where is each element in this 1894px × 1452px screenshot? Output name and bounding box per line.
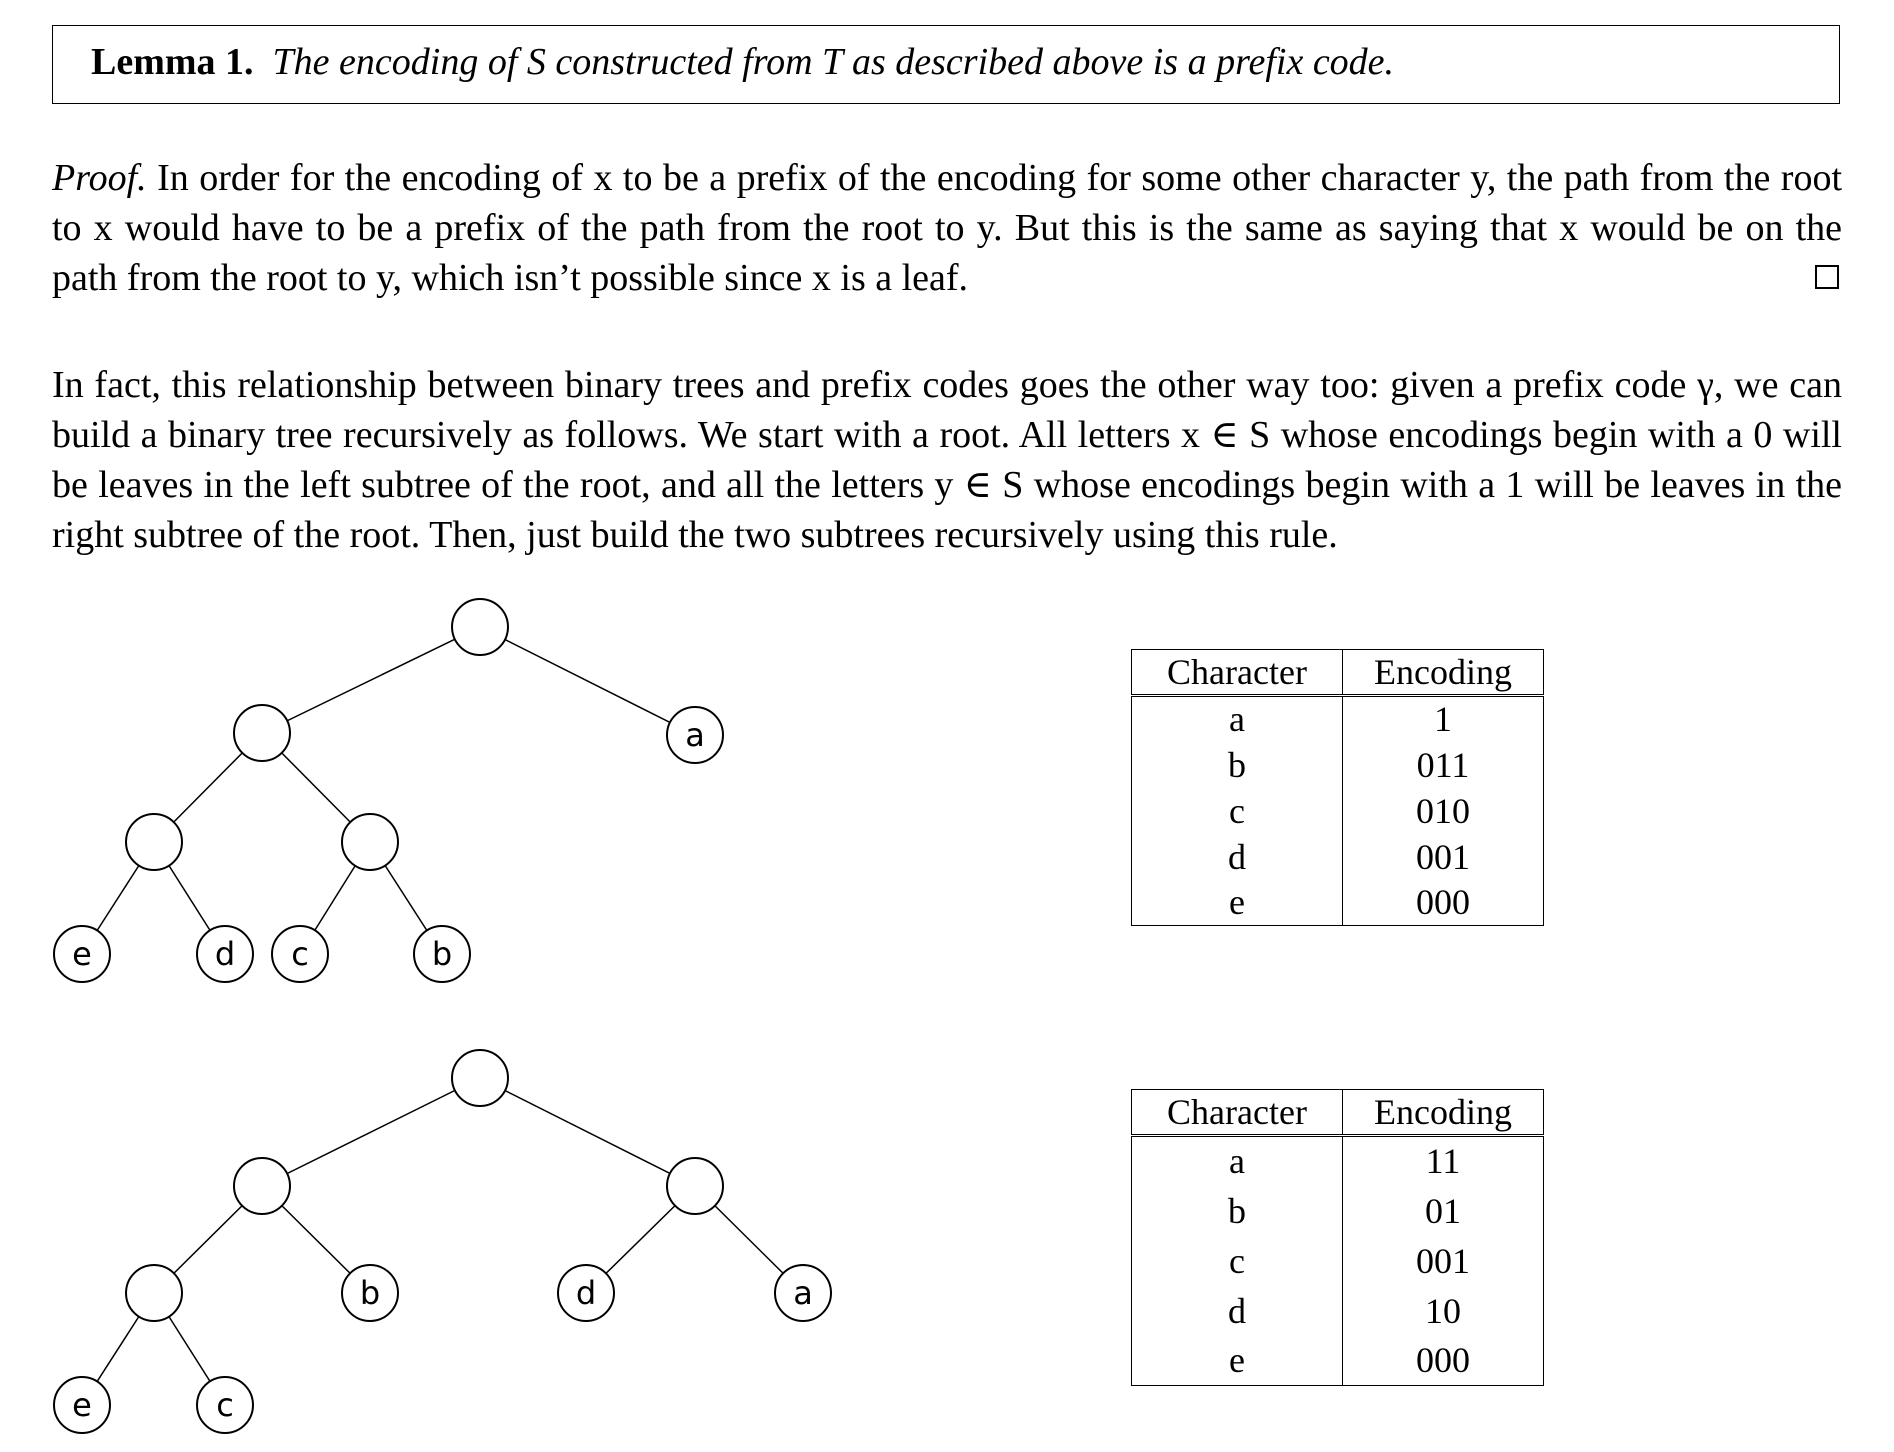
tree2-leaf-c [196, 1376, 254, 1434]
encoding-table-2: Character Encoding a 11 b 01 c 001 d 10 … [1131, 1089, 1544, 1386]
table-cell: 10 [1425, 1290, 1461, 1331]
table1-header-character: Character [1131, 649, 1343, 696]
tree1-root-node [451, 598, 509, 656]
table-cell: c [1131, 787, 1343, 834]
qed-square [1815, 265, 1839, 289]
tree2-internal-node [666, 1157, 724, 1215]
table-row: d 10 [1131, 1285, 1544, 1336]
lemma-text: The encoding of S constructed from T as … [272, 41, 1395, 83]
table2-header-encoding: Encoding [1374, 1092, 1512, 1132]
body-paragraph: In fact, this relationship between binar… [52, 364, 1842, 556]
table-cell: d [1131, 1285, 1343, 1336]
table-row: a 1 [1131, 695, 1544, 742]
table-cell: e [1131, 879, 1343, 926]
tree1-leaf-label: b [432, 935, 452, 973]
lemma-box: Lemma 1. The encoding of S constructed f… [52, 25, 1840, 104]
tree1-leaf-c [271, 925, 329, 983]
table-cell: a [1131, 1135, 1343, 1186]
tree2-leaf-b [341, 1264, 399, 1322]
tree2-leaf-a [774, 1264, 832, 1322]
table-cell: 1 [1434, 699, 1452, 740]
table-cell: 011 [1416, 744, 1470, 785]
table-row: a 11 [1131, 1135, 1544, 1186]
table1-header-encoding: Encoding [1374, 652, 1512, 692]
tree2-leaf-label: b [360, 1274, 380, 1312]
proof-text: In order for the encoding of x to be a p… [52, 157, 1843, 299]
tree1-internal-node [341, 813, 399, 871]
proof-paragraph: Proof. In order for the encoding of x to… [52, 153, 1842, 303]
table-cell: 000 [1416, 1340, 1470, 1381]
table-cell: b [1131, 1185, 1343, 1236]
table-cell: d [1131, 833, 1343, 880]
lemma-statement: Lemma 1. The encoding of S constructed f… [91, 40, 1394, 84]
lemma-label: Lemma 1. [91, 41, 254, 83]
table-row: c 010 [1131, 787, 1544, 834]
table-row: b 01 [1131, 1185, 1544, 1236]
tree-diagram-1: a e d c b [53, 598, 724, 983]
tree1-internal-node [233, 704, 291, 762]
tree2-leaf-label: a [793, 1274, 813, 1312]
table-cell: 01 [1425, 1190, 1461, 1231]
tree-diagram-2: b d a e c [53, 1049, 832, 1434]
tree1-leaf-label: c [291, 935, 309, 973]
tree1-internal-node [125, 813, 183, 871]
table2-header-character: Character [1131, 1089, 1343, 1136]
table-cell: c [1131, 1235, 1343, 1286]
proof-label: Proof. [52, 157, 147, 199]
tree1-leaf-a [666, 706, 724, 764]
table-cell: 001 [1416, 1240, 1470, 1281]
table-cell: e [1131, 1335, 1343, 1386]
tree2-leaf-d [557, 1264, 615, 1322]
tree1-leaf-label: d [215, 935, 235, 973]
table-cell: 010 [1416, 790, 1470, 831]
table-cell: 001 [1416, 836, 1470, 877]
tree1-leaf-b [413, 925, 471, 983]
table-row: c 001 [1131, 1235, 1544, 1286]
tree2-internal-node [233, 1157, 291, 1215]
table-row: d 001 [1131, 833, 1544, 880]
tree1-leaf-d [196, 925, 254, 983]
table-cell: b [1131, 741, 1343, 788]
table-row: b 011 [1131, 741, 1544, 788]
table-cell: 000 [1416, 882, 1470, 923]
table-cell: a [1131, 695, 1343, 742]
table-cell: 11 [1425, 1141, 1461, 1182]
table-row: e 000 [1131, 1335, 1544, 1386]
table-row: e 000 [1131, 879, 1544, 926]
tree2-leaf-label: c [216, 1386, 234, 1424]
tree1-leaf-label: a [685, 716, 705, 754]
tree1-leaf-e [53, 925, 111, 983]
encoding-table-1: Character Encoding a 1 b 011 c 010 d 001… [1131, 649, 1544, 926]
tree1-leaf-label: e [72, 935, 92, 973]
tree2-internal-node [125, 1264, 183, 1322]
tree2-leaf-e [53, 1376, 111, 1434]
tree2-leaf-label: e [72, 1386, 92, 1424]
tree2-root-node [451, 1049, 509, 1107]
tree2-leaf-label: d [576, 1274, 596, 1312]
